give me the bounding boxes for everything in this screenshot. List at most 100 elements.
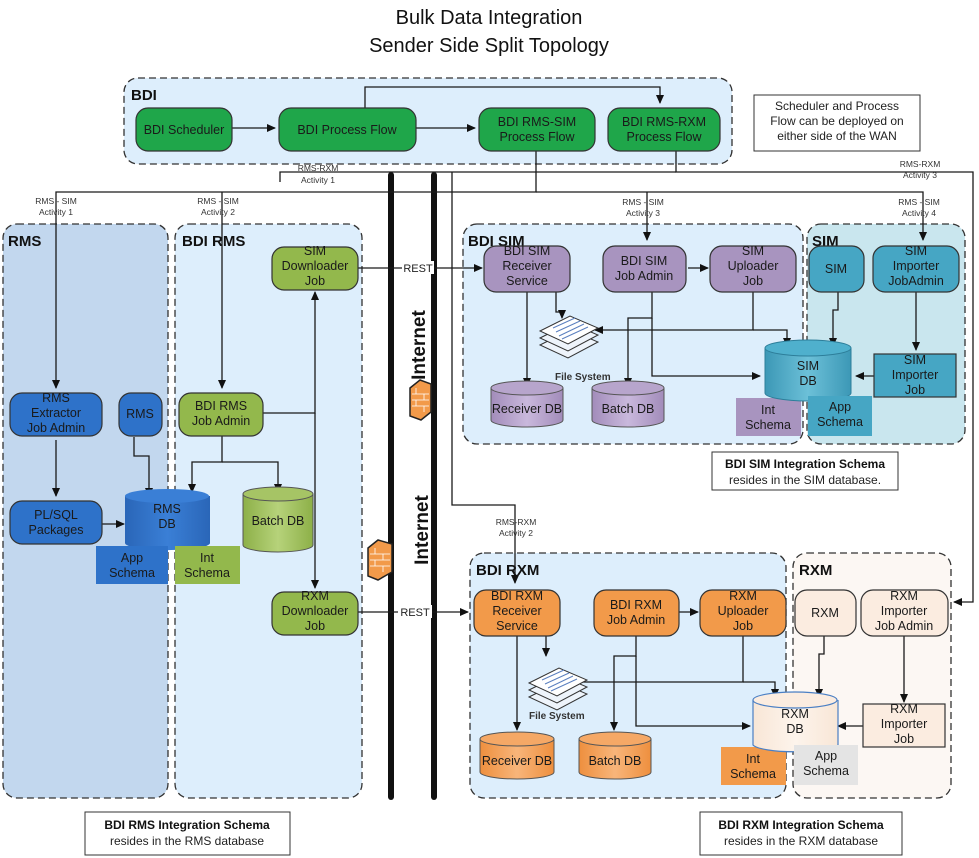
svg-text:Job Admin: Job Admin [607, 613, 665, 627]
svg-text:BDI RMS: BDI RMS [195, 399, 247, 413]
node-rxm-importer-job[interactable]: RXM Importer Job [862, 702, 946, 748]
node-sim-uploader-job[interactable]: SIM Uploader Job [709, 244, 797, 293]
svg-text:RMS: RMS [153, 502, 181, 516]
svg-text:BDI RXM: BDI RXM [491, 589, 543, 603]
svg-text:BDI RXM Integration Schema: BDI RXM Integration Schema [718, 818, 884, 832]
svg-text:Activity 4: Activity 4 [902, 208, 936, 218]
node-bdi-scheduler[interactable]: BDI Scheduler [135, 107, 233, 152]
svg-text:Service: Service [506, 274, 548, 288]
svg-text:Schema: Schema [803, 764, 849, 778]
svg-text:Activity 3: Activity 3 [626, 208, 660, 218]
svg-text:Flow can be deployed on: Flow can be deployed on [770, 114, 903, 128]
svg-text:RXM: RXM [890, 589, 918, 603]
svg-text:RMS-RXM: RMS-RXM [298, 163, 339, 173]
node-bdi-sim-receiver-service[interactable]: BDI SIM Receiver Service [483, 244, 571, 293]
svg-text:Downloader: Downloader [282, 604, 349, 618]
svg-text:SIM: SIM [797, 359, 819, 373]
node-rxm-db[interactable]: RXM DB [752, 691, 839, 753]
node-sim-db[interactable]: SIM DB [764, 339, 852, 402]
zone-rxm-label: RXM [799, 562, 832, 579]
svg-text:Job: Job [305, 619, 325, 633]
node-bdi-rms-rxm-process-flow[interactable]: BDI RMS-RXM Process Flow [607, 107, 721, 152]
svg-text:Receiver: Receiver [502, 259, 551, 273]
svg-text:Batch DB: Batch DB [252, 514, 305, 528]
svg-text:RXM: RXM [781, 707, 809, 721]
svg-text:Schema: Schema [730, 767, 776, 781]
svg-text:Packages: Packages [29, 523, 84, 537]
node-bdi-rxm-receiver-db[interactable]: Receiver DB [479, 731, 555, 780]
node-rxm-importer-job-admin[interactable]: RXM Importer Job Admin [860, 589, 949, 637]
node-sim-importer-job[interactable]: SIM Importer Job [873, 353, 957, 398]
internet-label-1: Internet [409, 309, 430, 379]
activity-rms-sim-3: RMS - SIM Activity 3 [622, 197, 664, 218]
svg-text:Job: Job [743, 274, 763, 288]
svg-text:RMS - SIM: RMS - SIM [898, 197, 940, 207]
node-rxm[interactable]: RXM [794, 589, 857, 637]
rest-label-rxm: REST [400, 607, 430, 619]
svg-text:Batch DB: Batch DB [602, 402, 655, 416]
svg-text:Activity 2: Activity 2 [499, 528, 533, 538]
wan-boundary-right [431, 172, 437, 800]
svg-text:Job Admin: Job Admin [875, 619, 933, 633]
title-line-2: Sender Side Split Topology [369, 35, 609, 57]
node-rms-db[interactable]: RMS DB [125, 489, 210, 551]
svg-text:Schema: Schema [817, 415, 863, 429]
node-rms-extractor-job-admin[interactable]: RMS Extractor Job Admin [9, 391, 103, 437]
svg-text:RMS - SIM: RMS - SIM [197, 196, 239, 206]
rest-label-sim: REST [403, 263, 433, 275]
node-plsql-packages[interactable]: PL/SQL Packages [9, 500, 103, 545]
node-sim[interactable]: SIM [808, 245, 865, 293]
node-bdi-sim-receiver-db[interactable]: Receiver DB [490, 380, 564, 428]
node-bdi-rms-job-admin[interactable]: BDI RMS Job Admin [178, 392, 264, 437]
svg-text:Job Admin: Job Admin [615, 269, 673, 283]
svg-text:Schema: Schema [184, 566, 230, 580]
svg-text:App: App [815, 749, 837, 763]
svg-text:Importer: Importer [893, 259, 940, 273]
activity-rms-rxm-2: RMS-RXM Activity 2 [496, 517, 537, 538]
svg-text:BDI SIM: BDI SIM [504, 244, 551, 258]
node-bdi-process-flow[interactable]: BDI Process Flow [278, 107, 417, 152]
svg-text:Activity 1: Activity 1 [301, 175, 335, 185]
svg-text:Process Flow: Process Flow [499, 130, 575, 144]
node-sim-downloader-job[interactable]: SIM Downloader Job [271, 244, 359, 291]
svg-text:RMS-RXM: RMS-RXM [496, 517, 537, 527]
node-sim-importer-job-admin[interactable]: SIM Importer JobAdmin [872, 244, 960, 293]
node-bdi-rms-batch-db[interactable]: Batch DB [242, 486, 314, 553]
node-bdi-rxm-job-admin[interactable]: BDI RXM Job Admin [593, 589, 680, 637]
svg-text:Schema: Schema [745, 418, 791, 432]
node-rxm-downloader-job[interactable]: RXM Downloader Job [271, 589, 359, 636]
svg-text:Activity 1: Activity 1 [39, 207, 73, 217]
svg-text:RMS: RMS [42, 391, 70, 405]
svg-text:BDI RXM: BDI RXM [610, 598, 662, 612]
node-rms[interactable]: RMS [118, 392, 163, 437]
svg-text:RXM: RXM [729, 589, 757, 603]
svg-text:BDI RMS Integration Schema: BDI RMS Integration Schema [104, 818, 270, 832]
svg-text:SIM: SIM [904, 353, 926, 367]
rms-app-schema: App Schema [96, 546, 168, 584]
sim-app-schema: App Schema [808, 396, 872, 436]
svg-text:resides in the RMS database: resides in the RMS database [110, 834, 264, 848]
node-rxm-uploader-job[interactable]: RXM Uploader Job [699, 589, 787, 637]
node-bdi-sim-job-admin[interactable]: BDI SIM Job Admin [602, 245, 687, 293]
svg-text:BDI SIM Integration Schema: BDI SIM Integration Schema [725, 457, 885, 471]
svg-text:BDI Process Flow: BDI Process Flow [297, 123, 397, 137]
node-bdi-rms-sim-process-flow[interactable]: BDI RMS-SIM Process Flow [478, 107, 596, 152]
node-bdi-rxm-receiver-service[interactable]: BDI RXM Receiver Service [473, 589, 561, 637]
note-scheduler: Scheduler and Process Flow can be deploy… [753, 94, 921, 152]
svg-text:DB: DB [158, 517, 175, 531]
node-bdi-sim-batch-db[interactable]: Batch DB [591, 380, 665, 428]
svg-text:Importer: Importer [892, 368, 939, 382]
svg-text:Receiver DB: Receiver DB [492, 402, 562, 416]
bdi-rms-int-schema: Int Schema [175, 546, 240, 584]
internet-label-2: Internet [412, 494, 433, 564]
note-rxm-schema: BDI RXM Integration Schema resides in th… [699, 811, 903, 856]
svg-text:JobAdmin: JobAdmin [888, 274, 944, 288]
svg-text:Downloader: Downloader [282, 259, 349, 273]
svg-text:Int: Int [200, 551, 214, 565]
node-bdi-rxm-batch-db[interactable]: Batch DB [578, 731, 652, 780]
file-system-label: File System [529, 711, 585, 722]
zone-bdi-rms-label: BDI RMS [182, 233, 245, 250]
svg-text:Activity 3: Activity 3 [903, 170, 937, 180]
firewall-icon [367, 539, 393, 581]
